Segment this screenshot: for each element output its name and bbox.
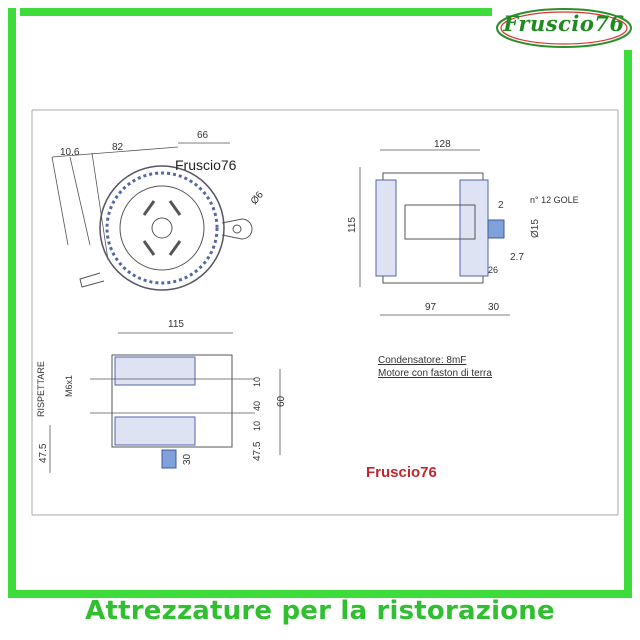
dim-bottom-10-top: 10 [252, 377, 262, 387]
green-frame-top [20, 8, 492, 16]
dim-bottom-47-5-right: 47.5 [252, 441, 263, 461]
dim-bottom-30: 30 [182, 453, 193, 465]
side-view [359, 149, 510, 316]
dim-side-shaft: Ø15 [530, 219, 541, 238]
bottom-respect-label: RISPETTARE [36, 361, 46, 417]
dim-bottom-40: 40 [252, 401, 262, 411]
dim-side-2-7: 2.7 [510, 252, 524, 263]
brand-logo-text: Fruscio76 [503, 11, 625, 36]
dim-bottom-thread: M6x1 [64, 375, 74, 397]
watermark-red: Fruscio76 [366, 464, 437, 481]
dim-front-hole: Ø6 [249, 189, 266, 207]
dim-side-128: 128 [434, 139, 451, 150]
note-capacitor: Condensatore: 8mF [378, 355, 466, 366]
dim-front-10-6: 10.6 [60, 147, 80, 158]
front-view [51, 142, 253, 291]
dim-front-82: 82 [112, 142, 124, 153]
dim-bottom-10-bottom: 10 [252, 421, 262, 431]
dim-front-66: 66 [197, 130, 209, 141]
dim-bottom-115: 115 [168, 319, 184, 330]
technical-drawing: 10.6 82 66 Ø6 Fruscio76 128 115 n° 12 GO… [31, 109, 619, 516]
dim-side-115: 115 [347, 217, 358, 233]
dim-side-97: 97 [425, 302, 437, 313]
dim-bottom-47-5-left: 47.5 [38, 443, 49, 463]
dim-side-2: 2 [498, 200, 504, 211]
bottom-view [49, 332, 281, 473]
dim-side-30: 30 [488, 302, 500, 313]
dim-side-26: 26 [488, 265, 498, 275]
green-frame-right [624, 50, 632, 598]
green-frame-left [8, 8, 16, 598]
green-frame-bottom [8, 590, 632, 598]
brand-logo-badge [496, 8, 632, 48]
dim-bottom-60: 60 [276, 395, 287, 407]
footer-title: Attrezzature per la ristorazione [85, 596, 555, 626]
watermark-top: Fruscio76 [175, 157, 237, 173]
side-grooves-label: n° 12 GOLE [530, 195, 579, 205]
note-ground: Motore con faston di terra [378, 368, 492, 379]
